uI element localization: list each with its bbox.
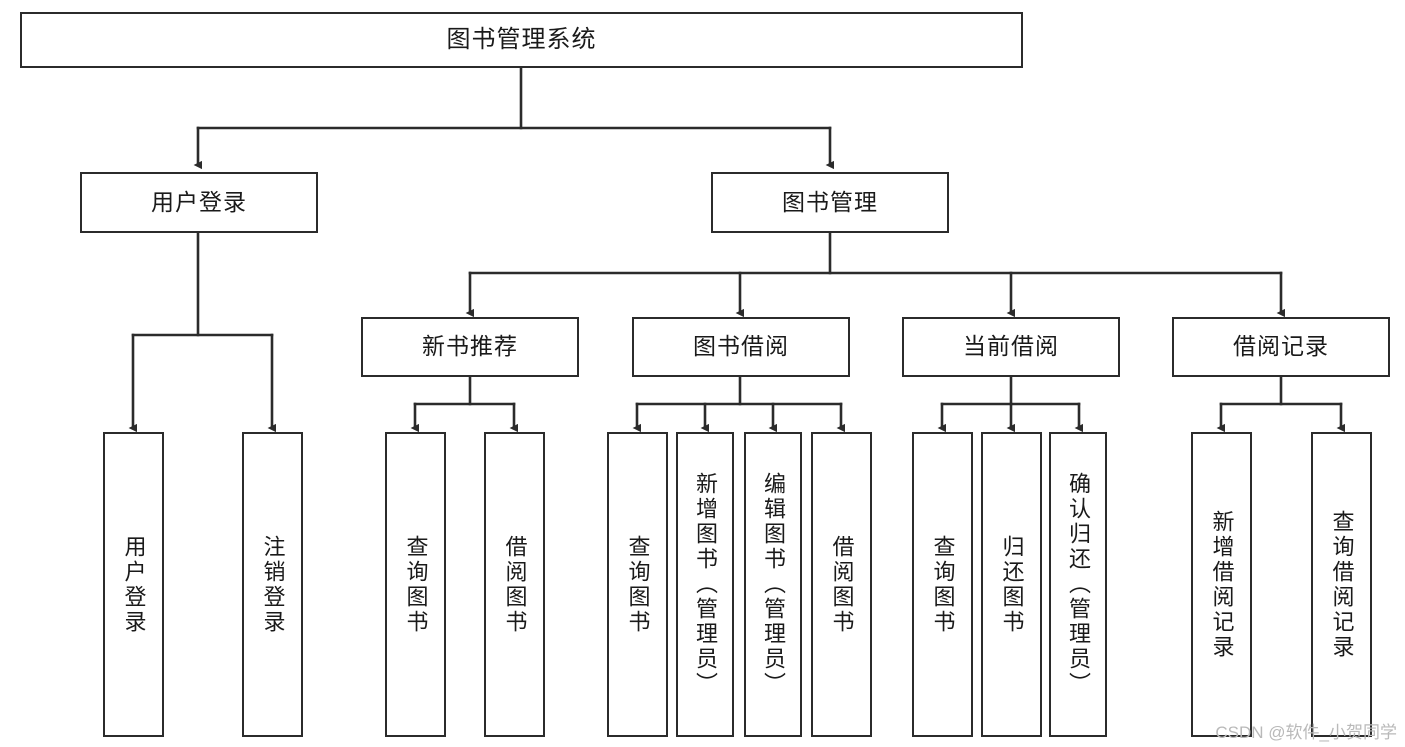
node-label: 新增借阅记录 bbox=[1209, 509, 1235, 660]
node-label: 当前借阅 bbox=[963, 333, 1059, 360]
node-book-borrow[interactable]: 图书借阅 bbox=[632, 317, 850, 377]
node-label: 注销登录 bbox=[260, 534, 286, 635]
leaf-current-confirm-return-admin[interactable]: 确认归还（管理员） bbox=[1049, 432, 1107, 737]
node-label: 图书管理系统 bbox=[446, 25, 597, 53]
node-new-book-recommend[interactable]: 新书推荐 bbox=[361, 317, 579, 377]
leaf-borrow-query-book[interactable]: 查询图书 bbox=[607, 432, 668, 737]
node-label: 确认归还（管理员） bbox=[1066, 472, 1091, 697]
node-label: 查询图书 bbox=[625, 534, 651, 635]
leaf-current-return-book[interactable]: 归还图书 bbox=[981, 432, 1042, 737]
leaf-record-query-record[interactable]: 查询借阅记录 bbox=[1311, 432, 1372, 737]
leaf-user-login-login[interactable]: 用户登录 bbox=[103, 432, 164, 737]
node-label: 新书推荐 bbox=[422, 333, 518, 360]
leaf-recommend-borrow-book[interactable]: 借阅图书 bbox=[484, 432, 545, 737]
node-label: 归还图书 bbox=[999, 534, 1025, 635]
node-label: 新增图书（管理员） bbox=[693, 472, 718, 697]
node-user-login[interactable]: 用户登录 bbox=[80, 172, 318, 233]
node-root-system[interactable]: 图书管理系统 bbox=[20, 12, 1023, 68]
node-label: 用户登录 bbox=[121, 534, 147, 635]
leaf-borrow-add-book-admin[interactable]: 新增图书（管理员） bbox=[676, 432, 734, 737]
node-label: 查询图书 bbox=[403, 534, 429, 635]
node-label: 借阅图书 bbox=[829, 534, 855, 635]
node-label: 查询借阅记录 bbox=[1329, 509, 1355, 660]
node-label: 用户登录 bbox=[151, 188, 247, 215]
node-label: 查询图书 bbox=[930, 534, 956, 635]
node-current-borrow[interactable]: 当前借阅 bbox=[902, 317, 1120, 377]
node-label: 借阅图书 bbox=[502, 534, 528, 635]
node-label: 编辑图书（管理员） bbox=[761, 472, 786, 697]
leaf-user-login-logout[interactable]: 注销登录 bbox=[242, 432, 303, 737]
node-book-management[interactable]: 图书管理 bbox=[711, 172, 949, 233]
node-borrow-record[interactable]: 借阅记录 bbox=[1172, 317, 1390, 377]
leaf-borrow-edit-book-admin[interactable]: 编辑图书（管理员） bbox=[744, 432, 802, 737]
node-label: 借阅记录 bbox=[1233, 333, 1329, 360]
leaf-current-query-book[interactable]: 查询图书 bbox=[912, 432, 973, 737]
leaf-borrow-borrow-book[interactable]: 借阅图书 bbox=[811, 432, 872, 737]
leaf-record-add-record[interactable]: 新增借阅记录 bbox=[1191, 432, 1252, 737]
node-label: 图书借阅 bbox=[693, 333, 789, 360]
node-label: 图书管理 bbox=[782, 188, 878, 215]
leaf-recommend-query-book[interactable]: 查询图书 bbox=[385, 432, 446, 737]
